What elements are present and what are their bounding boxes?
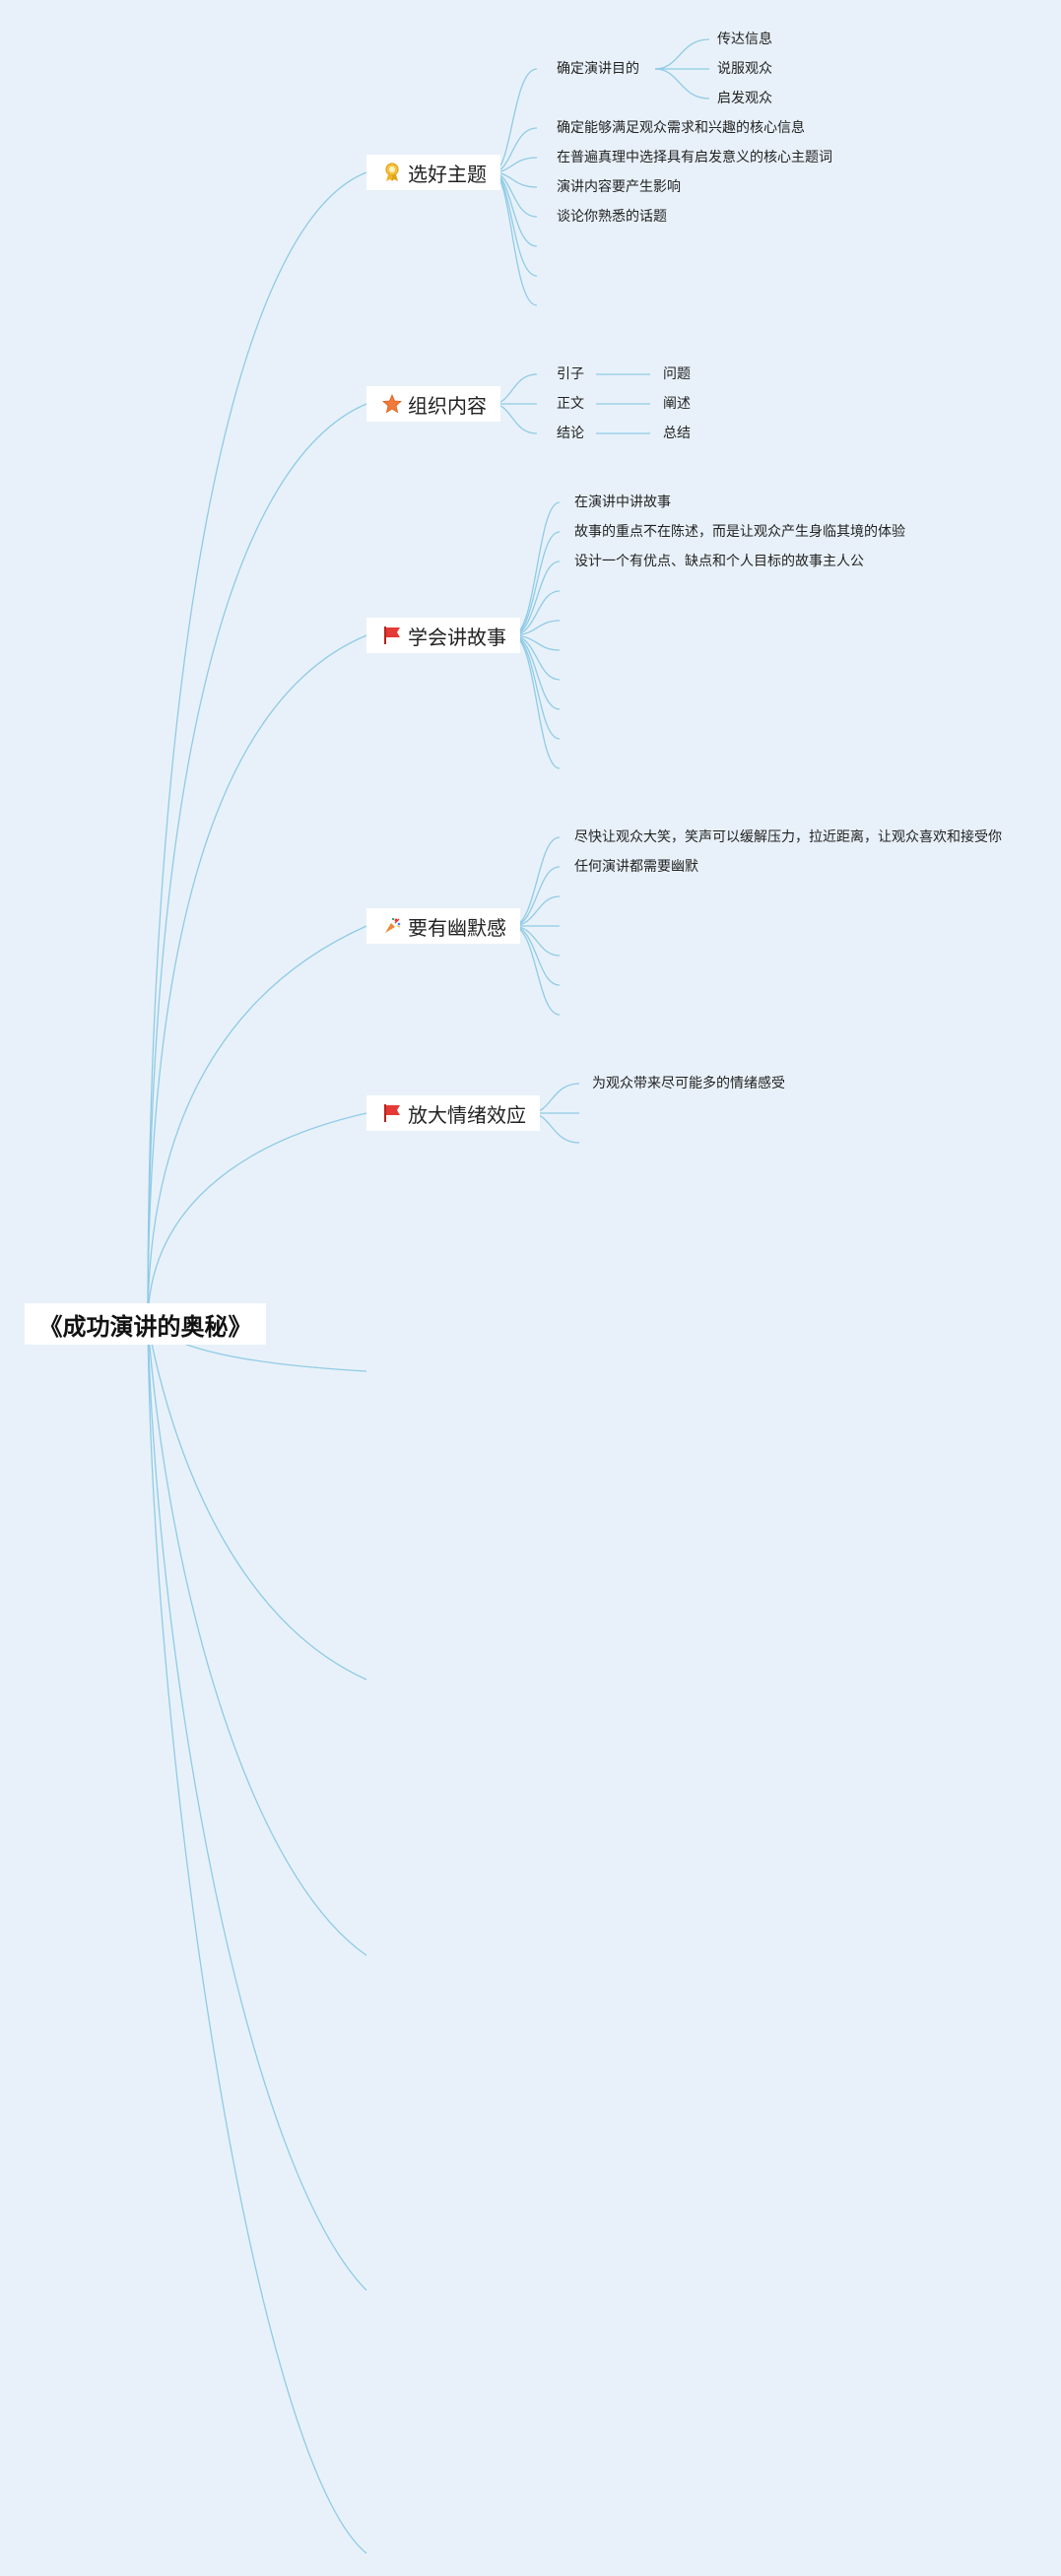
leaf-item[interactable]: 设计一个有优点、缺点和个人目标的故事主人公 xyxy=(574,554,864,569)
leaf-item[interactable]: 传达信息 xyxy=(717,32,772,47)
connector-root-stub5 xyxy=(147,1323,367,2554)
connector-root-stub2 xyxy=(147,1323,367,1681)
root-title: 《成功演讲的奥秘》 xyxy=(38,1312,252,1341)
leaf-item[interactable]: 故事的重点不在陈述，而是让观众产生身临其境的体验 xyxy=(574,524,905,540)
leaf-item[interactable]: 引子 xyxy=(557,366,584,382)
branch-label: 放大情绪效应 xyxy=(408,1102,526,1127)
leaf-item[interactable]: 问题 xyxy=(663,366,691,382)
leaf-item[interactable]: 阐述 xyxy=(663,396,691,412)
branch-label: 组织内容 xyxy=(408,393,487,418)
leaf-item[interactable]: 确定能够满足观众需求和兴趣的核心信息 xyxy=(557,120,805,136)
red-flag-icon xyxy=(382,626,402,645)
leaf-item[interactable]: 确定演讲目的 xyxy=(557,61,639,77)
red-flag-icon xyxy=(382,1103,402,1123)
leaf-item[interactable]: 在普遍真理中选择具有启发意义的核心主题词 xyxy=(557,150,832,165)
connector-root-stub4 xyxy=(147,1323,367,2291)
root-topic[interactable]: 《成功演讲的奥秘》 xyxy=(25,1303,266,1345)
leaf-item[interactable]: 正文 xyxy=(557,396,584,412)
branch-humor[interactable]: 要有幽默感 xyxy=(366,908,520,944)
leaf-item[interactable]: 在演讲中讲故事 xyxy=(574,495,671,510)
connector-root-stub3 xyxy=(147,1323,367,1956)
award-ribbon-icon xyxy=(382,163,402,182)
leaf-item[interactable]: 说服观众 xyxy=(717,61,772,77)
connector-root-b1 xyxy=(147,171,367,1325)
connector-root-b3 xyxy=(147,634,367,1325)
leaf-item[interactable]: 演讲内容要产生影响 xyxy=(557,179,681,195)
leaf-item[interactable]: 谈论你熟悉的话题 xyxy=(557,209,667,225)
party-popper-icon xyxy=(382,916,402,936)
branch-amplify-emotion[interactable]: 放大情绪效应 xyxy=(366,1095,540,1131)
branch-label: 学会讲故事 xyxy=(408,625,506,649)
branch-storytelling[interactable]: 学会讲故事 xyxy=(366,618,520,653)
leaf-item[interactable]: 尽快让观众大笑，笑声可以缓解压力，拉近距离，让观众喜欢和接受你 xyxy=(574,829,1002,845)
leaf-item[interactable]: 结论 xyxy=(557,426,584,441)
branch-organize-content[interactable]: 组织内容 xyxy=(366,386,500,422)
connector-root-b5 xyxy=(147,1112,367,1325)
connector-root-b2 xyxy=(147,403,367,1325)
leaf-item[interactable]: 启发观众 xyxy=(717,91,772,106)
leaf-item[interactable]: 总结 xyxy=(663,426,691,441)
branch-choose-topic[interactable]: 选好主题 xyxy=(366,155,500,190)
leaf-item[interactable]: 为观众带来尽可能多的情绪感受 xyxy=(592,1076,785,1091)
connector-root-b4 xyxy=(147,925,367,1325)
star-icon xyxy=(382,394,402,414)
branch-label: 选好主题 xyxy=(408,162,487,186)
branch-label: 要有幽默感 xyxy=(408,915,506,940)
leaf-item[interactable]: 任何演讲都需要幽默 xyxy=(574,859,698,875)
